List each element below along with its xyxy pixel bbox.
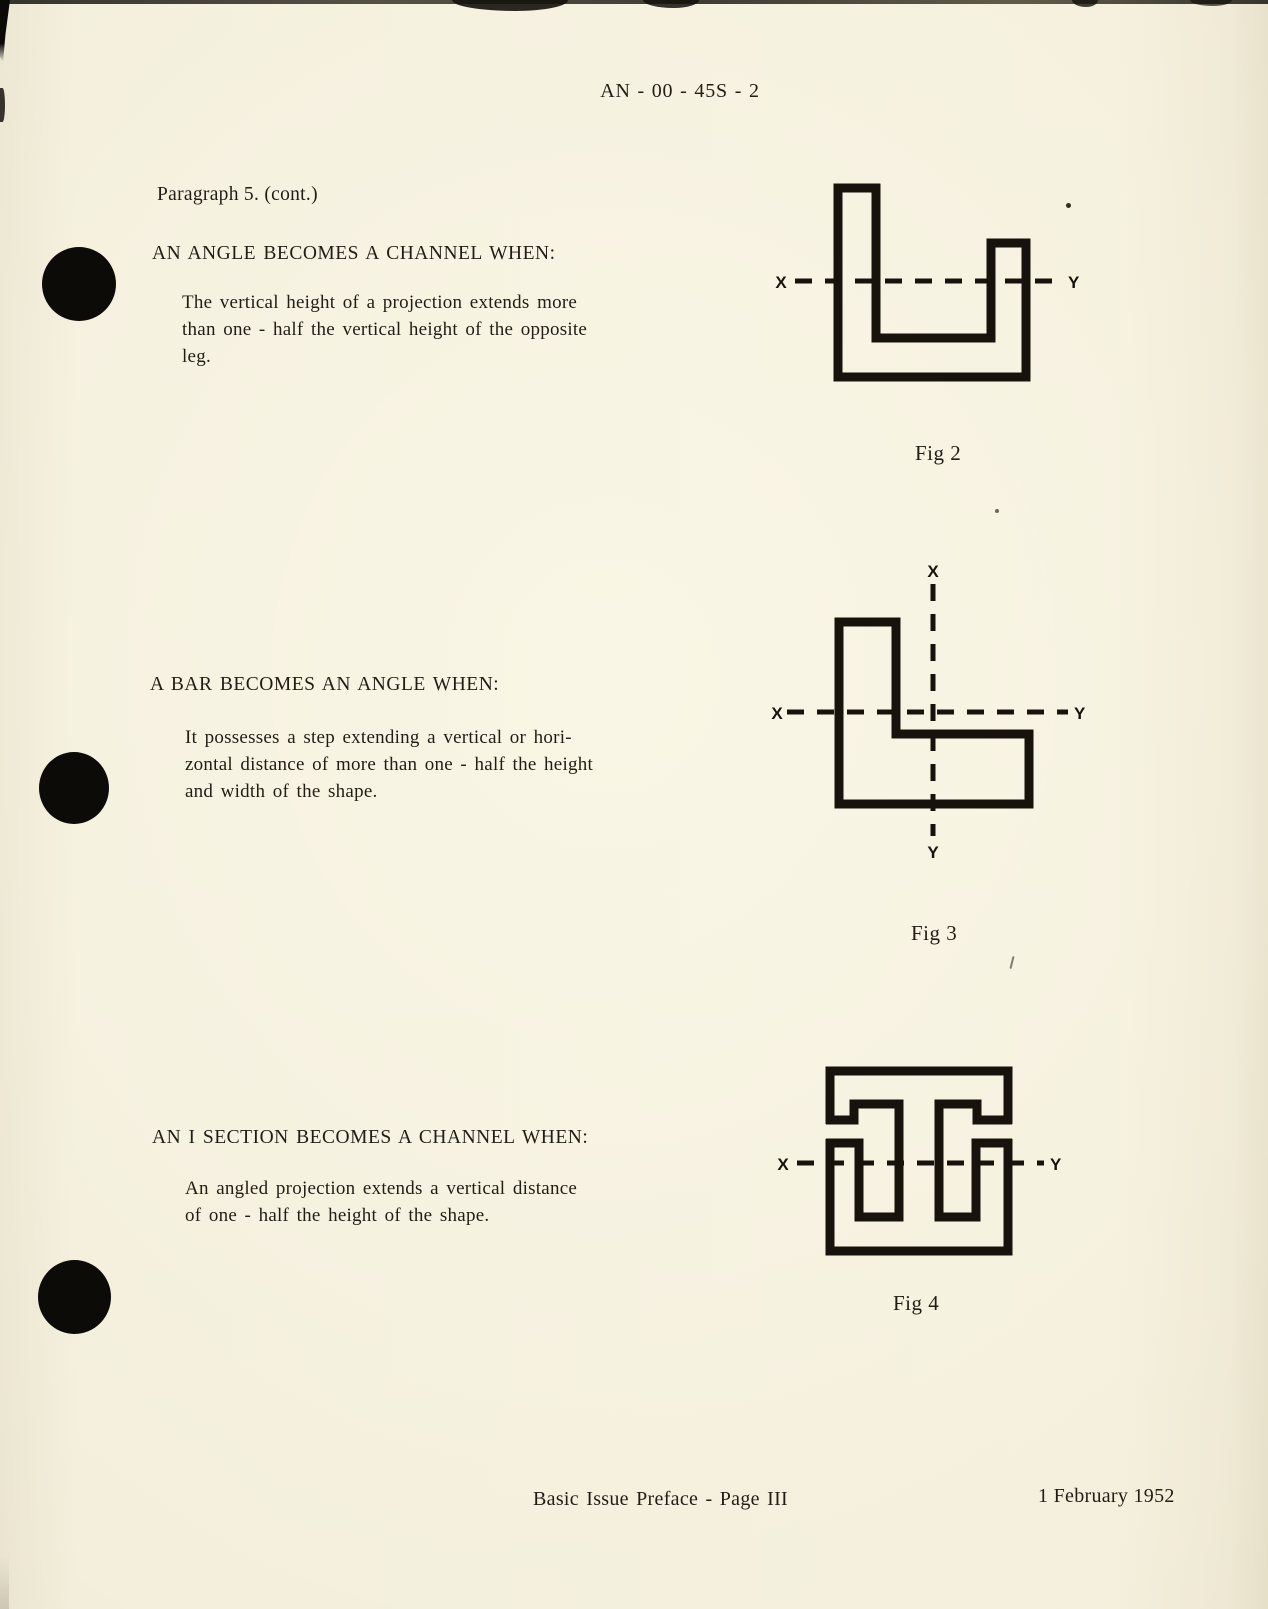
ink-speck	[995, 509, 999, 513]
edge-artifact	[1072, 0, 1098, 7]
axis-label-x: X	[771, 704, 783, 723]
edge-artifact	[452, 0, 568, 11]
edge-artifact	[0, 88, 5, 122]
torn-top-edge	[0, 0, 1268, 4]
footer-preface-page: Basic Issue Preface - Page III	[533, 1488, 789, 1510]
isection-right-cut	[934, 1099, 1012, 1222]
punch-hole	[42, 247, 116, 321]
axis-label-x: X	[777, 1155, 789, 1174]
figure-4-caption: Fig 4	[893, 1291, 940, 1315]
doc-number: AN - 00 - 45S - 2	[600, 80, 760, 102]
section-body-bar-to-angle: It possesses a step extending a vertical…	[185, 727, 594, 802]
section-heading-isection-to-channel: AN I SECTION BECOMES A CHANNEL WHEN:	[152, 1127, 589, 1148]
axis-label-y: Y	[1074, 704, 1086, 723]
figure-2-caption: Fig 2	[915, 441, 962, 465]
corner-shadow	[0, 1557, 9, 1609]
figure-2-channel-drawing: X Y	[775, 183, 1080, 382]
section-body-isection-to-channel: An angled projection extends a vertical …	[185, 1178, 578, 1226]
axis-label-x: X	[775, 273, 787, 292]
axis-label-y-bottom: Y	[927, 843, 939, 862]
angle-shape-outline	[834, 617, 1034, 809]
paragraph-reference: Paragraph 5. (cont.)	[157, 184, 318, 205]
corner-tear-artifact	[0, 0, 10, 62]
figure-3-angle-drawing: X Y X Y	[771, 562, 1086, 862]
section-body-angle-to-channel: The vertical height of a projection exte…	[182, 292, 588, 367]
figure-3-caption: Fig 3	[911, 921, 958, 945]
edge-artifact	[1190, 0, 1232, 6]
section-heading-angle-to-channel: AN ANGLE BECOMES A CHANNEL WHEN:	[152, 243, 556, 264]
ink-speck	[1009, 955, 1015, 970]
axis-label-y: Y	[1068, 273, 1080, 292]
section-heading-bar-to-angle: A BAR BECOMES AN ANGLE WHEN:	[150, 674, 500, 695]
ink-speck	[1066, 203, 1071, 208]
isection-bottom-outline	[825, 1139, 1013, 1256]
channel-shape-outline	[833, 183, 1031, 382]
isection-top-outline	[825, 1066, 1013, 1124]
axis-label-x-top: X	[927, 562, 939, 581]
punch-hole	[38, 1260, 111, 1334]
edge-artifact	[643, 0, 699, 8]
axis-label-y: Y	[1050, 1155, 1062, 1174]
footer-date: 1 February 1952	[1038, 1485, 1175, 1507]
punch-hole	[39, 752, 109, 824]
figure-4-isection-drawing: X Y	[777, 1066, 1062, 1256]
